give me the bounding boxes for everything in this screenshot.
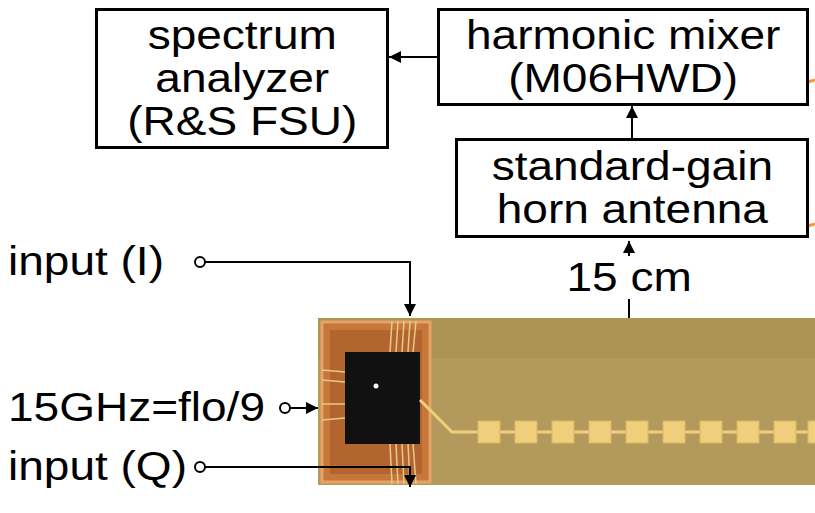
bond-wire <box>402 321 404 352</box>
process-box: spectrum analyzer (R&S FSU) <box>95 8 389 149</box>
signal-arrow <box>389 56 437 58</box>
process-box: harmonic mixer (M06HWD) <box>437 8 809 106</box>
bond-wire <box>413 321 416 352</box>
patch-array <box>478 421 815 443</box>
input-wire <box>290 407 318 409</box>
bond-wire <box>396 321 398 352</box>
bond-wire <box>322 403 345 405</box>
bond-wire <box>390 321 392 352</box>
signal-label: input (I) <box>8 240 164 283</box>
bond-wire <box>322 380 345 382</box>
signal-arrow <box>631 106 633 138</box>
antenna-patch <box>663 421 685 443</box>
process-box: standard-gain horn antenna <box>455 138 809 238</box>
bond-wire <box>390 444 392 484</box>
bond-wire <box>413 444 416 484</box>
box-label: standard-gain horn antenna <box>466 145 798 231</box>
signal-label: 15 cm <box>563 256 695 299</box>
antenna-patch <box>515 421 537 443</box>
bond-wire <box>396 444 398 484</box>
box-label: harmonic mixer (M06HWD) <box>448 14 798 100</box>
input-terminal <box>280 403 290 413</box>
box-label: spectrum analyzer (R&S FSU) <box>106 14 378 143</box>
input-wire <box>205 262 410 316</box>
signal-label: input (Q) <box>8 445 187 488</box>
input-terminal <box>195 462 205 472</box>
chip <box>345 352 420 444</box>
antenna-patch <box>478 421 500 443</box>
bond-wire <box>408 321 410 352</box>
antenna-patch <box>774 421 796 443</box>
input-terminal <box>195 257 205 267</box>
antenna-patch <box>626 421 648 443</box>
bond-wire <box>402 444 404 484</box>
bond-wire <box>322 418 345 420</box>
circuit-board <box>318 318 815 485</box>
antenna-patch <box>700 421 722 443</box>
antenna-patch <box>737 421 759 443</box>
antenna-patch <box>552 421 574 443</box>
signal-label: 15GHz=flo/9 <box>8 386 265 429</box>
antenna-patch <box>589 421 611 443</box>
chip-dot <box>374 384 379 389</box>
input-wire <box>205 467 410 487</box>
antenna-patch <box>808 421 815 443</box>
bond-wire <box>322 370 345 372</box>
